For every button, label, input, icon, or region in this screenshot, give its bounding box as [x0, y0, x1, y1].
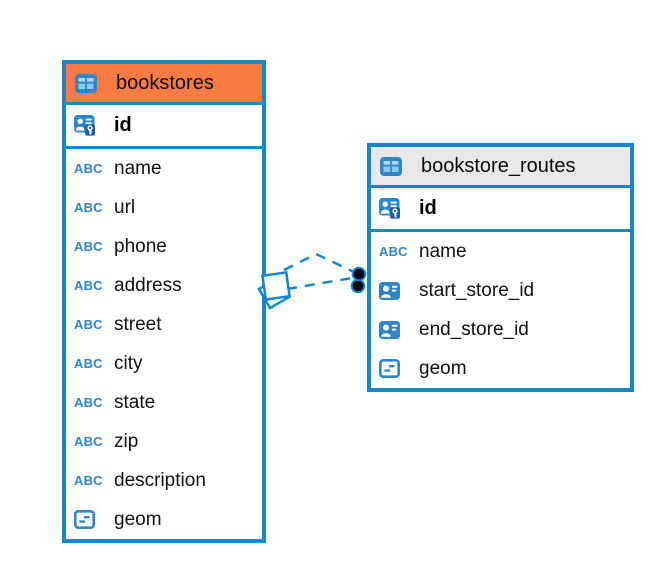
text-abc-icon: ABC [74, 239, 103, 254]
column-name: city [114, 352, 143, 374]
table-title: bookstores [116, 71, 214, 94]
foreign-key-icon [379, 320, 411, 339]
text-abc-icon: ABC [74, 395, 103, 410]
column-row-zip[interactable]: ABC zip [66, 422, 262, 461]
primary-key-icon [379, 198, 411, 219]
column-name: geom [419, 357, 467, 379]
column-name: name [114, 157, 162, 179]
text-abc-icon: ABC [74, 161, 103, 176]
text-abc-icon: ABC [379, 244, 408, 259]
table-header-bookstore-routes[interactable]: bookstore_routes [371, 147, 630, 188]
relationship-line-2[interactable] [286, 276, 353, 291]
column-row-city[interactable]: ABC city [66, 344, 262, 383]
text-abc-icon: ABC [74, 356, 103, 371]
column-name: address [114, 274, 182, 296]
column-name: phone [114, 235, 167, 257]
column-name: state [114, 391, 156, 413]
column-name: id [114, 114, 132, 136]
column-row-geom[interactable]: geom [66, 500, 262, 539]
geometry-icon [74, 510, 106, 529]
column-row-name[interactable]: ABC name [66, 149, 262, 188]
column-row-geom[interactable]: geom [371, 349, 630, 388]
column-name: end_store_id [419, 318, 529, 340]
column-row-id[interactable]: id [371, 188, 630, 232]
column-name: zip [114, 430, 139, 452]
geometry-icon [379, 359, 411, 378]
column-row-url[interactable]: ABC url [66, 188, 262, 227]
table-header-bookstores[interactable]: bookstores [66, 64, 262, 105]
text-abc-icon: ABC [74, 278, 103, 293]
foreign-key-icon [379, 281, 411, 300]
column-row-start_store_id[interactable]: start_store_id [371, 271, 630, 310]
relationship-line-1[interactable] [283, 252, 355, 274]
column-row-street[interactable]: ABC street [66, 305, 262, 344]
column-row-name[interactable]: ABC name [371, 232, 630, 271]
column-name: url [114, 196, 136, 218]
text-abc-icon: ABC [74, 434, 103, 449]
column-row-phone[interactable]: ABC phone [66, 227, 262, 266]
primary-key-icon [74, 115, 106, 136]
text-abc-icon: ABC [74, 473, 103, 488]
column-row-end_store_id[interactable]: end_store_id [371, 310, 630, 349]
column-row-address[interactable]: ABC address [66, 266, 262, 305]
table-icon [75, 73, 107, 93]
table-icon [380, 156, 412, 176]
column-name: street [114, 313, 162, 335]
text-abc-icon: ABC [74, 317, 103, 332]
column-name: start_store_id [419, 279, 535, 301]
column-row-description[interactable]: ABC description [66, 461, 262, 500]
column-name: geom [114, 508, 162, 530]
column-name: name [419, 240, 467, 262]
one-side-dot-marker [350, 266, 367, 294]
column-name: description [114, 469, 206, 491]
column-row-state[interactable]: ABC state [66, 383, 262, 422]
table-title: bookstore_routes [421, 154, 576, 177]
column-name: id [419, 197, 437, 219]
column-row-id[interactable]: id [66, 105, 262, 149]
text-abc-icon: ABC [74, 200, 103, 215]
